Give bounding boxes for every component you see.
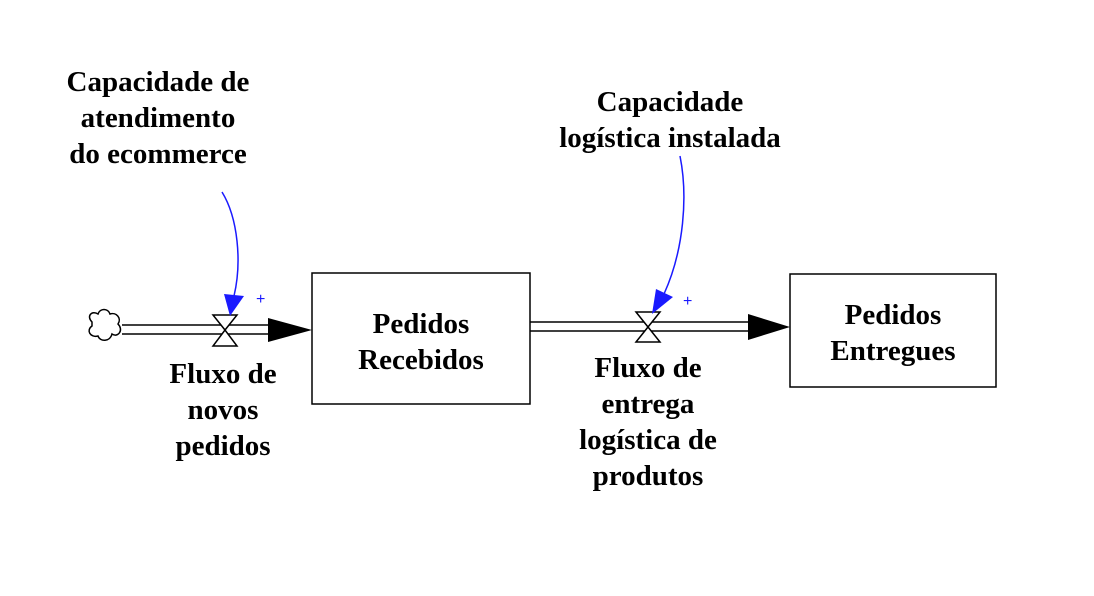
flow-arrowhead bbox=[748, 314, 790, 340]
causal-link-ecommerce-capacity bbox=[221, 191, 244, 316]
label-line: produtos bbox=[592, 460, 704, 492]
label-line: Entregues bbox=[830, 335, 956, 367]
valve-delivery-icon bbox=[634, 311, 662, 343]
flow-pipe-new-orders bbox=[122, 318, 312, 342]
flow-pipe-delivery bbox=[530, 314, 790, 340]
label-line: atendimento bbox=[80, 102, 236, 134]
label-line: novos bbox=[187, 394, 259, 426]
label-line: Fluxo de bbox=[169, 358, 277, 390]
label-line: pedidos bbox=[175, 430, 271, 462]
flow-delivery-label[interactable]: Fluxo de entrega logística de produtos bbox=[556, 350, 740, 494]
polarity-plus-1: + bbox=[256, 291, 266, 308]
label-line: Pedidos bbox=[844, 299, 942, 331]
link-arrowhead bbox=[652, 289, 673, 314]
label-line: Capacidade bbox=[596, 86, 744, 118]
flow-arrowhead bbox=[268, 318, 312, 342]
valve-new-orders-icon bbox=[211, 314, 239, 347]
stock-delivered-label: Pedidos Entregues bbox=[790, 297, 996, 369]
stock-box-delivered[interactable] bbox=[789, 273, 997, 388]
aux-ecommerce-capacity-label[interactable]: Capacidade de atendimento do ecommerce bbox=[36, 64, 280, 172]
cloud-source-icon bbox=[88, 308, 122, 341]
label-line: Recebidos bbox=[358, 344, 484, 376]
polarity-plus-2: + bbox=[683, 293, 693, 310]
aux-logistics-capacity-label[interactable]: Capacidade logística instalada bbox=[535, 84, 805, 156]
stock-received-label: Pedidos Recebidos bbox=[312, 306, 530, 378]
flow-new-orders-label[interactable]: Fluxo de novos pedidos bbox=[143, 356, 303, 464]
label-line: Capacidade de bbox=[66, 66, 250, 98]
link-arrowhead bbox=[224, 294, 244, 316]
causal-link-logistics-capacity bbox=[652, 155, 685, 314]
label-line: entrega bbox=[601, 388, 695, 420]
label-line: Fluxo de bbox=[594, 352, 702, 384]
label-line: logística de bbox=[579, 424, 717, 456]
label-line: Pedidos bbox=[372, 308, 470, 340]
stock-box-received[interactable] bbox=[311, 272, 531, 405]
label-line: logística instalada bbox=[559, 122, 781, 154]
label-line: do ecommerce bbox=[69, 138, 247, 170]
